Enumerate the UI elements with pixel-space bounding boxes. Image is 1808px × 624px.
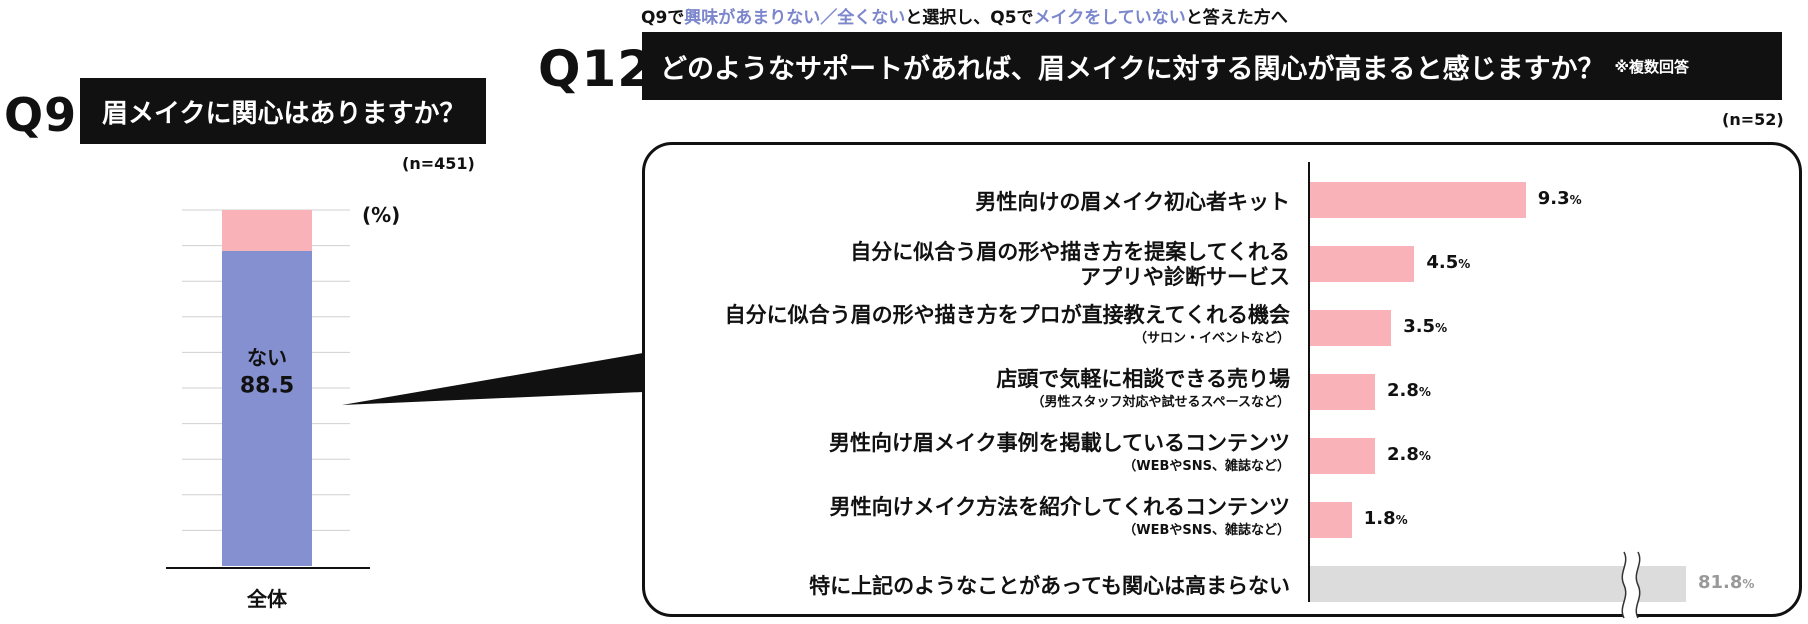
q12-note-part: と選択し、Q5で xyxy=(905,8,1034,28)
q12-axis-line xyxy=(1308,162,1310,602)
q12-value-number: 2.8 xyxy=(1386,444,1419,465)
q12-value-unit: % xyxy=(1395,513,1408,527)
q12-row-label: 男性向けの眉メイク初心者キット xyxy=(975,190,1290,214)
q12-number: Q12 xyxy=(538,40,654,98)
callout-wedge xyxy=(342,353,643,405)
q12-note: Q9で興味があまりない／全くないと選択し、Q5でメイクをしていないと答えた方へ xyxy=(641,3,1288,28)
q12-value-unit: % xyxy=(1435,321,1448,335)
q12-value-label: 3.5% xyxy=(1403,316,1447,337)
q12-value-number: 1.8 xyxy=(1363,508,1396,529)
q12-title-suffix: ※複数回答 xyxy=(1614,57,1690,76)
q12-value-number: 2.8 xyxy=(1386,380,1419,401)
q12-row-sublabel: （男性スタッフ対応や試せるスペースなど） xyxy=(1031,395,1290,410)
axis-break-mark xyxy=(1621,551,1641,619)
q9-category-label: 全体 xyxy=(246,587,288,611)
q12-value-label: 1.8% xyxy=(1364,508,1408,529)
q12-value-label: 2.8% xyxy=(1387,380,1431,401)
q12-value-unit: % xyxy=(1458,257,1471,271)
q12-row-label: 特に上記のようなことがあっても関心は高まらない xyxy=(809,574,1290,598)
q12-value-label: 4.5% xyxy=(1426,252,1470,273)
q12-chart-panel xyxy=(642,142,1802,617)
q12-value-unit: % xyxy=(1569,193,1582,207)
q12-bar xyxy=(1310,246,1415,282)
q9-bar-segment-no xyxy=(222,250,312,566)
q12-bar xyxy=(1310,438,1375,474)
q12-row-label-line2: アプリや診断サービス xyxy=(1080,265,1290,289)
q12-bar xyxy=(1310,502,1352,538)
q9-bar-segment-yes xyxy=(222,210,312,251)
q12-sample-size: (n=52) xyxy=(1722,110,1784,129)
q12-row-label: 店頭で気軽に相談できる売り場 xyxy=(996,367,1290,391)
q12-row-label: 自分に似合う眉の形や描き方を提案してくれる xyxy=(850,240,1290,264)
q9-stacked-bar-chart: ない 88.5 (%) 全体 xyxy=(166,203,400,611)
q12-bar xyxy=(1310,182,1526,218)
q12-value-unit: % xyxy=(1418,385,1431,399)
q12-value-number: 3.5 xyxy=(1403,316,1436,337)
q12-row-label: 男性向け眉メイク事例を掲載しているコンテンツ xyxy=(829,431,1290,455)
q9-number: Q9 xyxy=(4,88,78,142)
q12-row-label: 男性向けメイク方法を紹介してくれるコンテンツ xyxy=(829,495,1290,519)
q12-bar xyxy=(1310,310,1392,346)
q12-row-sublabel: （サロン・イベントなど） xyxy=(1133,331,1290,346)
q12-row-label: 自分に似合う眉の形や描き方をプロが直接教えてくれる機会 xyxy=(724,303,1290,327)
q12-value-unit: % xyxy=(1742,577,1755,591)
q12-value-number: 9.3 xyxy=(1537,188,1570,209)
q12-value-label: 9.3% xyxy=(1538,188,1582,209)
q12-value-number: 4.5 xyxy=(1426,252,1459,273)
q9-bar-value: 88.5 xyxy=(240,373,294,398)
q9-bar-label: ない xyxy=(247,345,287,369)
q12-title: どのようなサポートがあれば、眉メイクに対する関心が高まると感じますか？ xyxy=(660,53,1605,85)
q12-value-number: 81.8 xyxy=(1698,572,1743,593)
q9-title-box: 眉メイクに関心はありますか？ xyxy=(80,78,486,144)
q12-note-part: Q9で xyxy=(641,8,685,28)
q12-title-box: どのようなサポートがあれば、眉メイクに対する関心が高まると感じますか？ ※複数回… xyxy=(642,32,1782,100)
q12-bar xyxy=(1310,374,1375,410)
q12-note-part: と答えた方へ xyxy=(1185,8,1288,28)
q12-row-sublabel: （WEBやSNS、雑誌など） xyxy=(1123,523,1290,538)
q9-unit-label: (%) xyxy=(362,203,400,227)
q12-note-highlight: 興味があまりない／全くない xyxy=(684,8,906,28)
q12-row-sublabel: （WEBやSNS、雑誌など） xyxy=(1123,459,1290,474)
q12-value-unit: % xyxy=(1418,449,1431,463)
q12-value-label: 2.8% xyxy=(1387,444,1431,465)
q9-sample-size: (n=451) xyxy=(402,154,475,173)
q12-value-label: 81.8% xyxy=(1698,572,1754,593)
q12-note-highlight: メイクをしていない xyxy=(1033,8,1186,28)
q9-title: 眉メイクに関心はありますか？ xyxy=(102,98,466,129)
